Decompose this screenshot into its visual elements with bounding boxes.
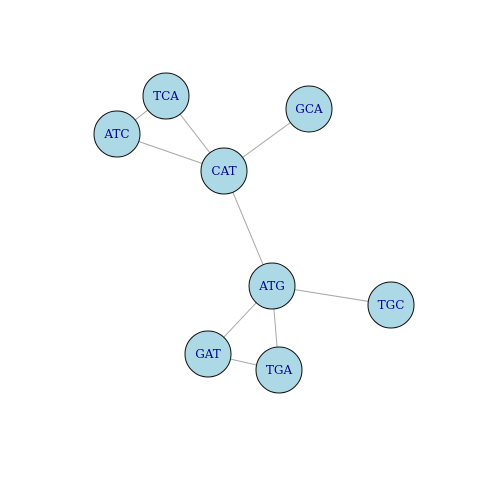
node-tga: TGA — [255, 346, 303, 394]
node-circle — [200, 147, 248, 195]
node-circle — [255, 346, 303, 394]
edge-layer — [116, 95, 392, 371]
node-label: GAT — [195, 347, 221, 361]
node-gat: GAT — [184, 330, 232, 378]
node-circle — [248, 262, 296, 310]
node-circle — [184, 330, 232, 378]
node-gca: GCA — [285, 85, 333, 133]
node-atg: ATG — [248, 262, 296, 310]
node-label: TCA — [153, 89, 179, 103]
node-circle — [93, 110, 141, 158]
node-label: TGC — [378, 298, 405, 312]
node-tca: TCA — [142, 72, 190, 120]
node-tgc: TGC — [367, 281, 415, 329]
node-label: TGA — [266, 363, 293, 377]
node-circle — [367, 281, 415, 329]
node-atc: ATC — [93, 110, 141, 158]
node-label: ATG — [258, 279, 285, 293]
node-label: CAT — [211, 164, 236, 178]
node-circle — [142, 72, 190, 120]
node-layer: TCA GCA ATC CAT ATG TGC GAT TGA — [93, 72, 415, 394]
node-circle — [285, 85, 333, 133]
node-cat: CAT — [200, 147, 248, 195]
node-label: GCA — [295, 102, 323, 116]
node-label: ATC — [103, 127, 129, 141]
